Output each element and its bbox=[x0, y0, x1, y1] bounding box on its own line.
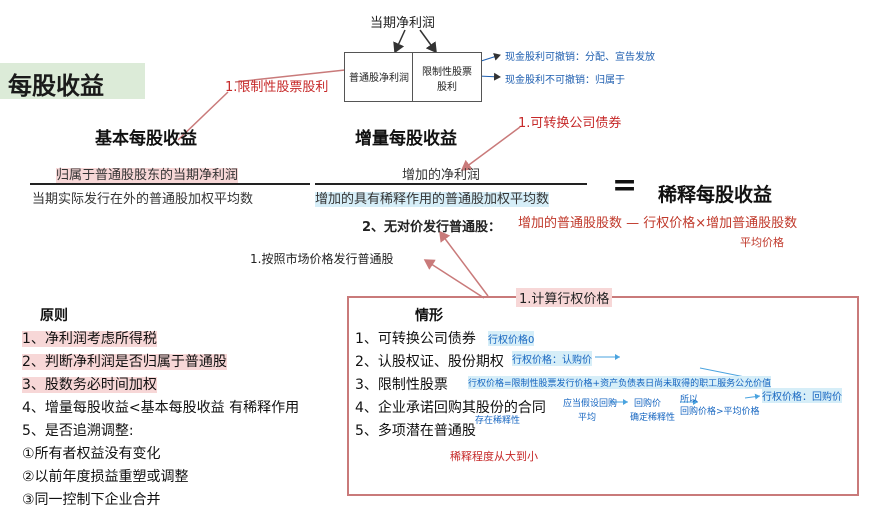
case-to-market-price bbox=[423, 259, 485, 299]
case4-note-exercise: 行权价格：回购价 bbox=[762, 388, 842, 403]
principle-item-1: 1、净利润考虑所得税 bbox=[22, 328, 299, 351]
calc-exercise-price-note: 1.计算行权价格 bbox=[516, 288, 613, 307]
case4-note-dilution: 确定稀释性 bbox=[630, 413, 676, 423]
principle-item-5: 5、是否追溯调整: bbox=[22, 423, 134, 439]
principle-text-1: 1、净利润考虑所得税 bbox=[22, 331, 157, 347]
principle-item-3: 3、股数务必时间加权 bbox=[22, 374, 299, 397]
restricted-dividend-line1: 限制性股票 bbox=[422, 67, 472, 78]
incremental-eps-heading: 增量每股收益 bbox=[355, 129, 457, 149]
principle-item-4: 4、增量每股收益<基本每股收益 有稀释作用 bbox=[22, 400, 300, 416]
principle-text-2: 2、判断净利润是否归属于普通股 bbox=[22, 354, 227, 370]
restricted-dividend-line2: 股利 bbox=[437, 82, 457, 93]
principle-item-6: ①所有者权益没有变化 bbox=[22, 446, 161, 462]
case4-note-so: 所以 bbox=[680, 395, 699, 405]
principle-text-3: 3、股数务必时间加权 bbox=[22, 377, 157, 393]
case-item-4: 4、企业承诺回购其股份的合同 bbox=[355, 400, 546, 416]
incremental-eps-denominator: 增加的具有稀释作用的普通股加权平均数 bbox=[315, 188, 550, 207]
net-profit-label: 当期净利润 bbox=[370, 16, 436, 31]
free-issue-text: 2、无对价发行普通股： bbox=[362, 220, 502, 235]
free-issue-formula: 增加的普通股股数 — 行权价格×增加普通股股数 bbox=[518, 216, 798, 231]
case-item-3: 3、限制性股票 bbox=[355, 377, 448, 393]
restricted-to-top bbox=[234, 69, 346, 83]
case4-note-compare: 回购价格>平均价格 bbox=[680, 407, 760, 417]
case-to-free-issue bbox=[439, 230, 489, 297]
free-issue-label: 2、无对价发行普通股： bbox=[362, 216, 501, 235]
principles-section: 原则 1、净利润考虑所得税 2、判断净利润是否归属于普通股 3、股数务必时间加权… bbox=[22, 305, 299, 512]
top-arrow-left bbox=[393, 29, 406, 54]
title-background bbox=[0, 63, 145, 99]
note-dividend-irrevocable: 现金股利不可撤销：归属于 bbox=[505, 75, 625, 86]
case5-note: 稀释程度从大到小 bbox=[450, 450, 538, 463]
page-title: 每股收益 bbox=[8, 72, 104, 100]
restricted-to-basic bbox=[177, 91, 229, 141]
top-arrow-right bbox=[419, 29, 437, 54]
principle-item-2: 2、判断净利润是否归属于普通股 bbox=[22, 351, 299, 374]
incremental-eps-denominator-text: 增加的具有稀释作用的普通股加权平均数 bbox=[315, 192, 550, 207]
connector-layer bbox=[177, 29, 771, 405]
case3-note: 行权价格=限制性股票发行价格+资产负债表日尚未取得的职工服务公允价值 bbox=[468, 376, 772, 389]
case4-note-average: 平均 bbox=[578, 413, 597, 423]
basic-eps-numerator: 归属于普通股股东的当期净利润 bbox=[56, 164, 239, 183]
basic-eps-numerator-text: 归属于普通股股东的当期净利润 bbox=[56, 168, 239, 183]
incremental-eps-numerator: 增加的净利润 bbox=[402, 168, 481, 183]
basic-eps-heading: 基本每股收益 bbox=[95, 129, 197, 149]
principle-item-7: ②以前年度损益重塑或调整 bbox=[22, 469, 189, 485]
restricted-stock-note: 1.限制性股票股利 bbox=[225, 80, 329, 95]
convertible-bond-note: 1.可转换公司债券 bbox=[518, 116, 622, 131]
free-issue-divisor: 平均价格 bbox=[740, 236, 784, 249]
incremental-fraction-line bbox=[315, 183, 587, 185]
case2-note: 行权价格：认购价 bbox=[512, 351, 592, 366]
case-item-2: 2、认股权证、股份期权 bbox=[355, 354, 504, 370]
case1-note: 行权价格0 bbox=[488, 331, 535, 346]
case4-note-repurchase: 回购价 bbox=[634, 399, 662, 409]
diluted-eps-heading: 稀释每股收益 bbox=[658, 184, 773, 206]
common-stock-profit-label: 普通股净利润 bbox=[349, 73, 409, 84]
principles-heading: 原则 bbox=[40, 308, 68, 324]
equals-sign: = bbox=[612, 168, 638, 203]
case4-note-assume: 应当假设回购 bbox=[563, 399, 618, 409]
case-item-5: 5、多项潜在普通股 bbox=[355, 423, 476, 439]
case-item-1: 1、可转换公司债券 bbox=[355, 331, 476, 347]
market-price-issue-note: 1.按照市场价格发行普通股 bbox=[250, 252, 394, 266]
cases-section: 情形 1、可转换公司债券 2、认股权证、股份期权 3、限制性股票 4、企业承诺回… bbox=[355, 305, 546, 443]
case4-note-has-dilution: 存在稀释性 bbox=[475, 416, 521, 426]
common-stock-profit-box: 普通股净利润 bbox=[344, 52, 414, 102]
convertible-to-incremental bbox=[460, 126, 521, 171]
basic-fraction-line bbox=[30, 183, 310, 185]
principle-item-8: ③同一控制下企业合并 bbox=[22, 492, 161, 508]
basic-eps-denominator: 当期实际发行在外的普通股加权平均数 bbox=[32, 192, 254, 207]
restricted-dividend-box: 限制性股票 股利 bbox=[412, 52, 482, 102]
c4-arrow-3 bbox=[744, 393, 761, 400]
cases-heading: 情形 bbox=[415, 308, 443, 324]
note-dividend-revocable: 现金股利可撤销：分配、宣告发放 bbox=[505, 52, 655, 63]
